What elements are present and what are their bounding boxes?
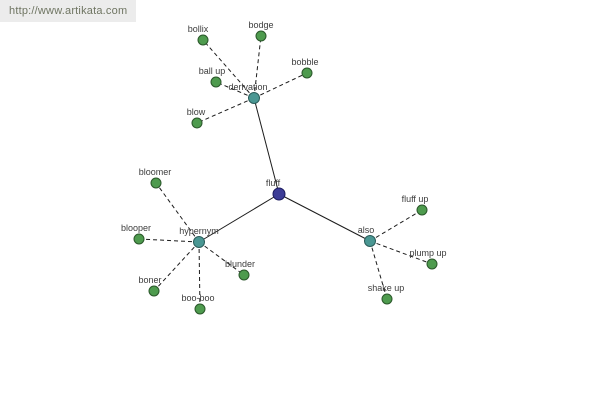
node-circle-boo-boo[interactable] bbox=[194, 303, 206, 315]
edge-derivation-bodge bbox=[253, 35, 262, 99]
graph-node-blunder[interactable]: blunder bbox=[225, 259, 255, 281]
node-label-ball-up: ball up bbox=[199, 66, 226, 76]
node-label-boner: boner bbox=[138, 275, 161, 285]
node-label-blow: blow bbox=[187, 107, 206, 117]
graph-node-hypernym[interactable]: hypernym bbox=[179, 226, 219, 248]
node-circle-plump-up[interactable] bbox=[426, 258, 438, 270]
node-circle-bobble[interactable] bbox=[301, 67, 313, 79]
graph-node-fluff[interactable]: fluff bbox=[266, 178, 286, 201]
node-label-bobble: bobble bbox=[291, 57, 318, 67]
node-circle-boner[interactable] bbox=[148, 285, 160, 297]
node-label-plump-up: plump up bbox=[409, 248, 446, 258]
node-label-also: also bbox=[358, 225, 375, 235]
node-circle-blunder[interactable] bbox=[238, 269, 250, 281]
node-circle-hypernym[interactable] bbox=[193, 236, 205, 248]
edge-fluff-hypernym bbox=[198, 193, 280, 243]
node-label-blooper: blooper bbox=[121, 223, 151, 233]
node-label-fluff: fluff bbox=[266, 178, 281, 188]
graph-node-blooper[interactable]: blooper bbox=[121, 223, 151, 245]
node-circle-derivation[interactable] bbox=[248, 92, 260, 104]
edge-also-fluff-up bbox=[369, 209, 423, 242]
graph-node-bollix[interactable]: bollix bbox=[188, 24, 209, 46]
edge-fluff-also bbox=[278, 193, 371, 242]
node-label-bloomer: bloomer bbox=[139, 167, 172, 177]
node-label-derivation: derivation bbox=[228, 82, 267, 92]
graph-node-bloomer[interactable]: bloomer bbox=[139, 167, 172, 189]
node-circle-ball-up[interactable] bbox=[210, 76, 222, 88]
graph-node-boner[interactable]: boner bbox=[138, 275, 162, 297]
node-circle-blow[interactable] bbox=[191, 117, 203, 129]
edge-derivation-blow bbox=[196, 97, 255, 124]
node-label-blunder: blunder bbox=[225, 259, 255, 269]
graph-node-bobble[interactable]: bobble bbox=[291, 57, 319, 79]
graph-node-plump-up[interactable]: plump up bbox=[409, 248, 447, 270]
edge-fluff-derivation bbox=[253, 97, 280, 195]
node-label-shake-up: shake up bbox=[368, 283, 405, 293]
graph-node-boo-boo[interactable]: boo-boo bbox=[181, 293, 215, 315]
site-url: http://www.artikata.com bbox=[9, 5, 128, 17]
edge-derivation-bollix bbox=[202, 39, 255, 99]
node-circle-bollix[interactable] bbox=[197, 34, 209, 46]
graph-node-also[interactable]: also bbox=[358, 225, 376, 247]
node-label-fluff-up: fluff up bbox=[402, 194, 429, 204]
node-circle-also[interactable] bbox=[364, 235, 376, 247]
graph-node-blow[interactable]: blow bbox=[187, 107, 206, 129]
edge-hypernym-blunder bbox=[198, 241, 245, 276]
edge-hypernym-blooper bbox=[138, 238, 200, 243]
site-url-banner: http://www.artikata.com bbox=[0, 0, 137, 22]
node-label-bodge: bodge bbox=[248, 20, 273, 30]
edge-derivation-bobble bbox=[253, 72, 308, 99]
node-label-hypernym: hypernym bbox=[179, 226, 219, 236]
node-circle-blooper[interactable] bbox=[133, 233, 145, 245]
graph-node-derivation[interactable]: derivation bbox=[228, 82, 268, 104]
edge-hypernym-bloomer bbox=[155, 182, 200, 243]
graph-node-fluff-up[interactable]: fluff up bbox=[402, 194, 429, 216]
node-label-bollix: bollix bbox=[188, 24, 209, 34]
node-circle-fluff-up[interactable] bbox=[416, 204, 428, 216]
node-circle-bloomer[interactable] bbox=[150, 177, 162, 189]
node-circle-fluff[interactable] bbox=[272, 187, 286, 201]
node-circle-bodge[interactable] bbox=[255, 30, 267, 42]
graph-node-ball-up[interactable]: ball up bbox=[199, 66, 226, 88]
node-circle-shake-up[interactable] bbox=[381, 293, 393, 305]
edge-also-shake-up bbox=[369, 240, 388, 300]
graph-node-bodge[interactable]: bodge bbox=[248, 20, 274, 42]
graph-node-shake-up[interactable]: shake up bbox=[368, 283, 405, 305]
node-label-boo-boo: boo-boo bbox=[181, 293, 214, 303]
